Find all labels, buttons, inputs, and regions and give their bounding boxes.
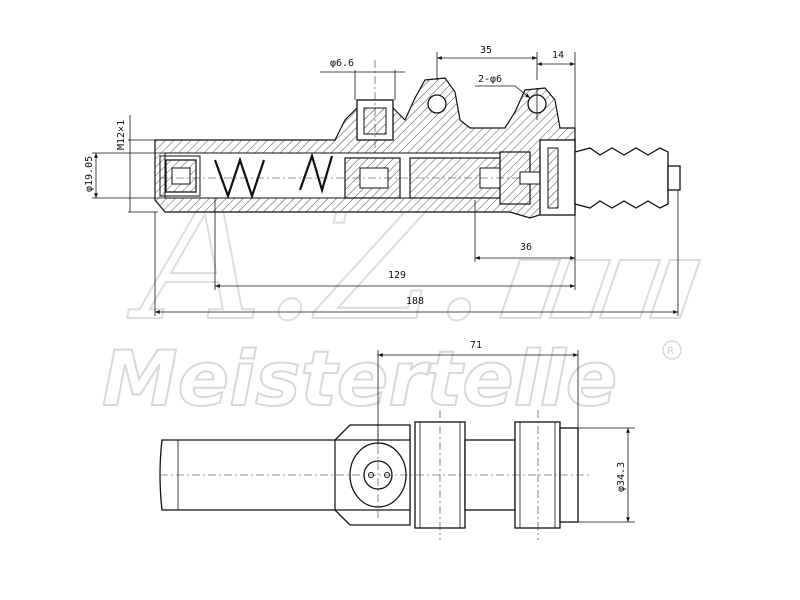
registered-mark: R <box>667 346 674 357</box>
dim-outer-dia: φ34.3 <box>578 427 635 523</box>
dim-mount-holes: 2-φ6 <box>475 74 531 99</box>
dim-bore-dia: φ19.05 <box>84 152 165 199</box>
dim-flange-span-label: 35 <box>480 45 492 56</box>
dim-flange-offset-label: 14 <box>552 50 564 61</box>
watermark-stripes <box>498 259 702 319</box>
dim-overall-length-label: 188 <box>406 296 424 307</box>
dim-flange-span: 35 <box>436 45 538 80</box>
dim-rod-length-label: 36 <box>520 242 532 253</box>
dim-stroke-length: 129 <box>214 198 576 290</box>
dim-hole-dia: φ6.6 <box>320 58 405 100</box>
dim-thread-label: M12×1 <box>116 120 127 150</box>
mount-flange-right <box>514 421 561 529</box>
dim-mount-holes-label: 2-φ6 <box>478 74 502 85</box>
dim-overall-length: 188 <box>154 190 679 316</box>
rod-clevis <box>667 165 681 191</box>
mount-hole-left <box>427 94 447 114</box>
registered-mark-circle <box>662 340 682 360</box>
dim-thread: M12×1 <box>116 115 158 213</box>
dim-hole-dia-label: φ6.6 <box>330 58 354 69</box>
dim-port-spacing-label: 71 <box>470 340 482 351</box>
dim-stroke-length-label: 129 <box>388 270 406 281</box>
plan-view: 71 φ34.3 <box>159 340 635 540</box>
dust-boot <box>574 147 669 209</box>
body-middle <box>464 439 516 511</box>
watermark-brand: Meistertelle <box>102 334 617 423</box>
dim-rod-length: 36 <box>474 200 575 262</box>
section-view: φ6.6 35 14 2-φ6 M12×1 <box>84 45 681 316</box>
dim-bore-dia-label: φ19.05 <box>84 156 95 192</box>
return-spring <box>213 156 266 200</box>
dim-outer-dia-label: φ34.3 <box>616 462 627 492</box>
dim-port-spacing: 71 <box>377 340 579 445</box>
dim-flange-offset: 14 <box>537 50 576 128</box>
